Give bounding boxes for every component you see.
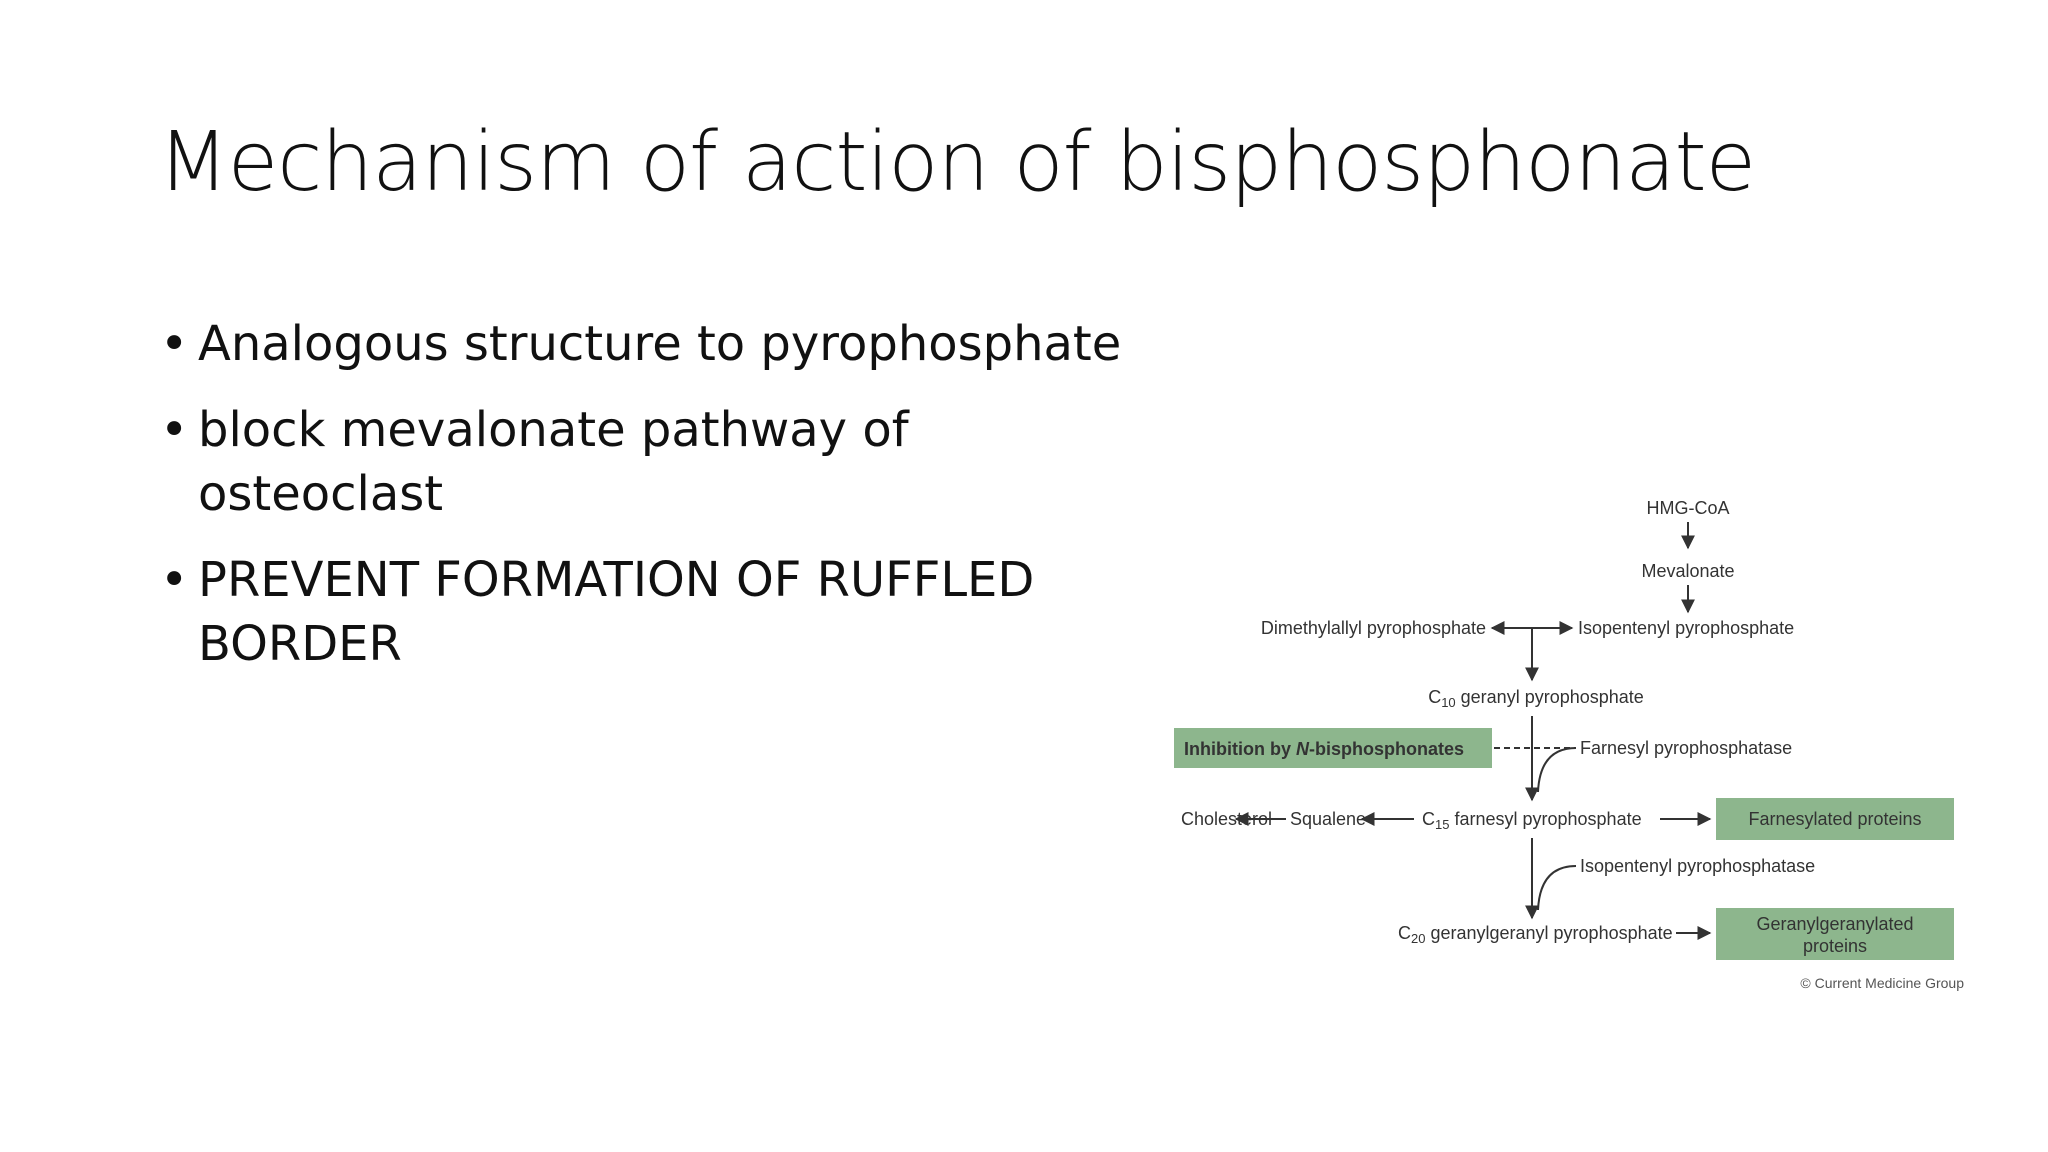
cholesterol-label: Cholesterol	[1181, 809, 1272, 829]
farnesylated-label: Farnesylated proteins	[1748, 809, 1921, 829]
farnesylated-box	[1716, 798, 1954, 840]
bullet-dot-icon: •	[160, 316, 189, 372]
bullet-text: Analogous structure to pyrophosphate	[198, 316, 1122, 372]
dimethylallyl-label: Dimethylallyl pyrophosphate	[1261, 618, 1486, 638]
geranylgeranylated-label-line1: Geranylgeranylated	[1756, 914, 1913, 934]
geranylgeranylated-box	[1716, 908, 1954, 960]
mevalonate-pathway-diagram: HMG-CoA Mevalonate Dimethylallyl pyropho…	[1174, 498, 1964, 991]
mevalonate-label: Mevalonate	[1641, 561, 1734, 581]
c15-label: C15 farnesyl pyrophosphate	[1422, 809, 1642, 832]
bullet-item: • Analogous structure to pyrophosphate	[158, 312, 1178, 376]
bullet-dot-icon: •	[160, 402, 189, 458]
bullet-dot-icon: •	[160, 552, 189, 608]
squalene-label: Squalene	[1290, 809, 1366, 829]
geranylgeranylated-label-line2: proteins	[1803, 936, 1867, 956]
isopentenyl-synthase-label: Isopentenyl pyrophosphatase	[1580, 856, 1815, 876]
farnesyl-synthase-label: Farnesyl pyrophosphatase	[1580, 738, 1792, 758]
hmg-coa-label: HMG-CoA	[1646, 498, 1729, 518]
bullet-list: • Analogous structure to pyrophosphate •…	[158, 312, 1178, 698]
slide-title: Mechanism of action of bisphosphonate	[158, 115, 1756, 210]
inhibition-label: Inhibition by N-bisphosphonates	[1184, 739, 1464, 759]
enzyme-curve-farnesyl	[1537, 747, 1577, 793]
c20-label: C20 geranylgeranyl pyrophosphate	[1398, 923, 1673, 946]
bullet-item: • PREVENT FORMATION OF RUFFLED BORDER	[158, 548, 1138, 676]
copyright-label: © Current Medicine Group	[1800, 975, 1964, 991]
enzyme-curve-isopentenyl	[1537, 865, 1577, 911]
isopentenyl-label: Isopentenyl pyrophosphate	[1578, 618, 1794, 638]
c10-label: C10 geranyl pyrophosphate	[1428, 687, 1644, 710]
inhibition-box	[1174, 728, 1492, 768]
bullet-item: • block mevalonate pathway of osteoclast	[158, 398, 958, 526]
bullet-text: block mevalonate pathway of osteoclast	[198, 402, 909, 522]
bullet-text: PREVENT FORMATION OF RUFFLED BORDER	[198, 552, 1035, 672]
